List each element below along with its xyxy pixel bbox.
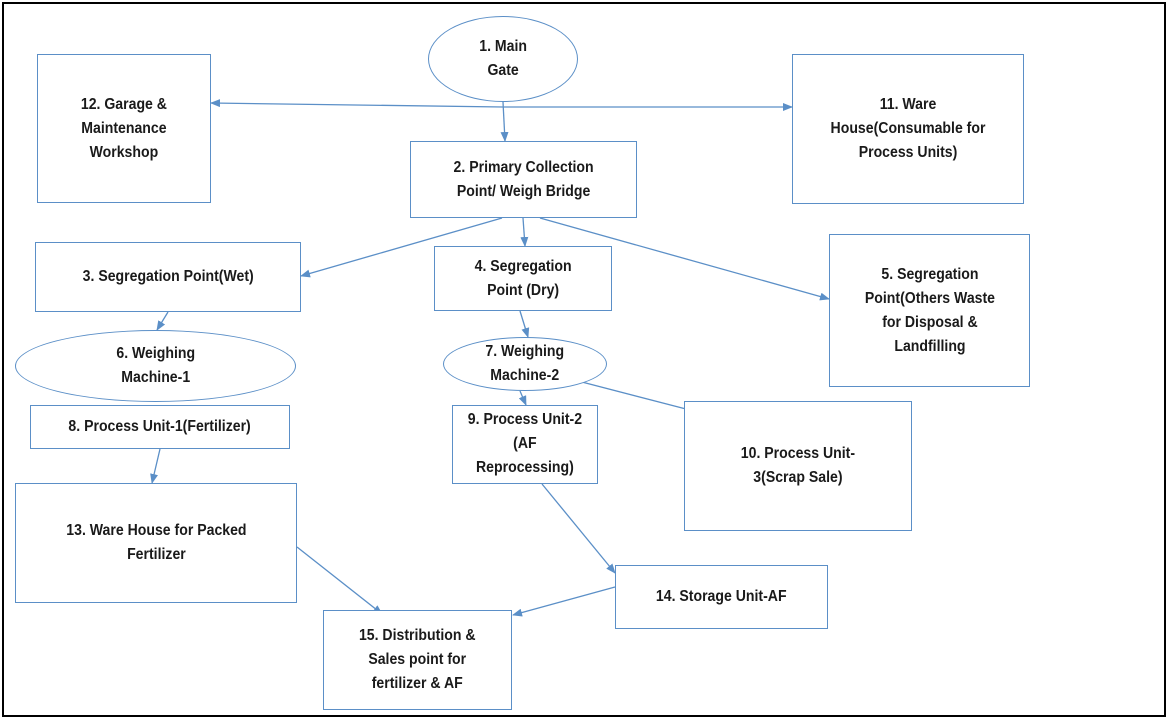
node-segregation-others: 5. Segregation Point(Others Waste for Di… xyxy=(829,234,1030,387)
node-segregation-wet: 3. Segregation Point(Wet) xyxy=(35,242,301,312)
node-storage-unit-af: 14. Storage Unit-AF xyxy=(615,565,828,629)
node-ware-house-consumable-label: 11. Ware House(Consumable for Process Un… xyxy=(830,96,986,161)
node-segregation-others-label: 5. Segregation Point(Others Waste for Di… xyxy=(864,265,995,355)
node-ware-house-fertilizer: 13. Ware House for Packed Fertilizer xyxy=(15,483,297,603)
node-process-unit-1-label: 8. Process Unit-1(Fertilizer) xyxy=(68,418,252,435)
node-process-unit-2: 9. Process Unit-2 (AF Reprocessing) xyxy=(452,405,598,484)
node-ware-house-fertilizer-label: 13. Ware House for Packed Fertilizer xyxy=(65,522,247,563)
node-weighing-machine-1-label: 6. Weighing Machine-1 xyxy=(116,345,195,386)
node-distribution-sales-point-label: 15. Distribution & Sales point for ferti… xyxy=(359,627,476,692)
node-weighing-machine-1: 6. Weighing Machine-1 xyxy=(15,330,296,402)
node-process-unit-2-label: 9. Process Unit-2 (AF Reprocessing) xyxy=(467,411,583,476)
node-weighing-machine-2: 7. Weighing Machine-2 xyxy=(443,337,607,391)
node-primary-collection-point: 2. Primary Collection Point/ Weigh Bridg… xyxy=(410,141,637,218)
node-garage-workshop: 12. Garage & Maintenance Workshop xyxy=(37,54,211,203)
node-garage-workshop-label: 12. Garage & Maintenance Workshop xyxy=(80,95,168,161)
node-process-unit-3: 10. Process Unit- 3(Scrap Sale) xyxy=(684,401,912,531)
node-main-gate-label: 1. Main Gate xyxy=(479,38,527,79)
node-weighing-machine-2-label: 7. Weighing Machine-2 xyxy=(485,343,565,384)
node-main-gate: 1. Main Gate xyxy=(428,16,578,102)
node-ware-house-consumable: 11. Ware House(Consumable for Process Un… xyxy=(792,54,1024,204)
node-segregation-dry: 4. Segregation Point (Dry) xyxy=(434,246,612,311)
node-process-unit-3-label: 10. Process Unit- 3(Scrap Sale) xyxy=(740,445,856,486)
node-storage-unit-af-label: 14. Storage Unit-AF xyxy=(656,588,787,605)
node-segregation-dry-label: 4. Segregation Point (Dry) xyxy=(474,257,572,299)
node-process-unit-1: 8. Process Unit-1(Fertilizer) xyxy=(30,405,290,449)
node-distribution-sales-point: 15. Distribution & Sales point for ferti… xyxy=(323,610,512,710)
node-segregation-wet-label: 3. Segregation Point(Wet) xyxy=(82,268,254,285)
node-primary-collection-point-label: 2. Primary Collection Point/ Weigh Bridg… xyxy=(453,158,594,200)
